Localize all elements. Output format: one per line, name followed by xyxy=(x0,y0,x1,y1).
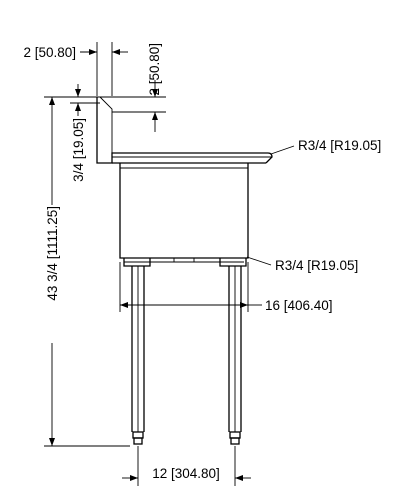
dimension-label-overall-height: 43 3/4 [1111.25] xyxy=(45,206,60,301)
dimension-label-top-width: 2 [50.80] xyxy=(23,45,76,60)
backsplash-top-profile xyxy=(96,97,273,164)
leg-bracket-left xyxy=(123,258,151,267)
dimension-rim-offset: 3/4 [19.05] xyxy=(70,84,100,182)
dimension-label-backsplash-height: 2 [50.80] xyxy=(147,43,162,96)
leg-left xyxy=(131,266,145,445)
sink-bowl xyxy=(119,163,249,259)
dimension-top-width: 2 [50.80] xyxy=(23,42,128,96)
dimension-backsplash-height: 2 [50.80] xyxy=(97,43,166,132)
dimension-label-bowl-radius: R3/4 [R19.05] xyxy=(275,258,358,273)
dimension-label-rim-radius: R3/4 [R19.05] xyxy=(298,138,381,153)
dimension-leg-spacing: 12 [304.80] xyxy=(122,446,251,486)
backsplash-inner-line xyxy=(99,96,113,153)
leg-right xyxy=(228,266,242,445)
dimension-label-rim-offset: 3/4 [19.05] xyxy=(71,118,86,182)
dimension-label-bowl-width: 16 [406.40] xyxy=(265,298,333,313)
sink-body xyxy=(96,96,273,445)
leader-rim-radius: R3/4 [R19.05] xyxy=(270,138,381,155)
dimension-label-leg-spacing: 12 [304.80] xyxy=(152,466,220,481)
leg-bracket-right xyxy=(219,258,247,267)
dimension-overall-height: 43 3/4 [1111.25] xyxy=(42,96,130,447)
leader-bowl-radius: R3/4 [R19.05] xyxy=(246,256,358,273)
dimension-bowl-width: 16 [406.40] xyxy=(119,262,333,313)
